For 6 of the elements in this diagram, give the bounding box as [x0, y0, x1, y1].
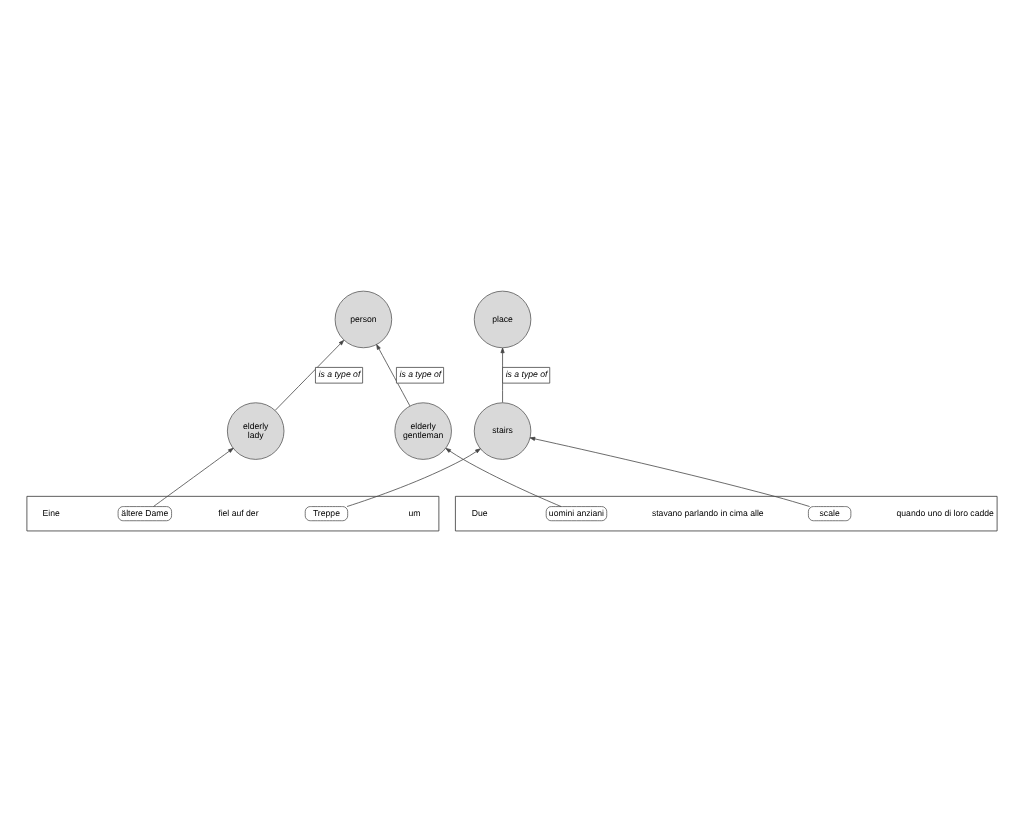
- arrow: [376, 343, 411, 406]
- arrow: [445, 447, 562, 506]
- arrow: [346, 447, 481, 506]
- arrow: [500, 346, 505, 402]
- arrow: [274, 339, 345, 410]
- arrow: [529, 435, 810, 506]
